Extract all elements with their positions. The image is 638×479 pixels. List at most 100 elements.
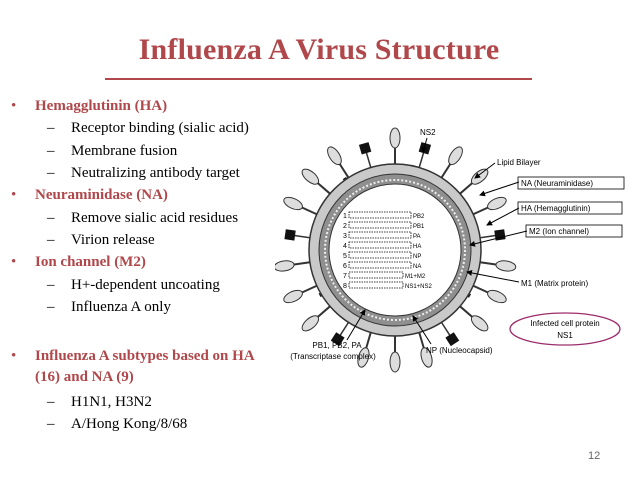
label-lipid: Lipid Bilayer	[497, 158, 541, 167]
segment-number: 8	[343, 283, 347, 290]
lipid-bilayer	[324, 179, 466, 321]
callout-arrow	[486, 207, 520, 226]
na-spike	[330, 321, 350, 347]
ha-spike	[389, 127, 401, 164]
dash-marker: –	[47, 210, 55, 226]
label-box	[517, 176, 625, 190]
na-spike	[284, 229, 310, 241]
ha-spike	[472, 196, 507, 216]
ha-spike	[357, 332, 372, 368]
na-spike	[480, 229, 506, 241]
ha-spike	[440, 146, 463, 179]
dash-marker: –	[47, 394, 55, 410]
dash-marker: –	[47, 232, 55, 248]
callout-arrow	[474, 162, 496, 179]
ha-spike	[418, 332, 433, 368]
ha-spike	[301, 305, 331, 332]
segment-number: 5	[343, 253, 347, 260]
bullet-text: Influenza A only	[71, 299, 171, 315]
bullet-text: A/Hong Kong/8/68	[71, 416, 188, 432]
rna-segment: 4 HA	[343, 241, 421, 250]
dash-marker: –	[47, 165, 55, 181]
callout-arrow	[421, 137, 428, 153]
segment-label: NS1+NS2	[405, 284, 433, 290]
label-infected_2: NS1	[557, 331, 573, 340]
segment-number: 3	[343, 233, 347, 240]
bullet-text: Influenza A subtypes based on HA	[35, 348, 255, 364]
dash-marker: –	[47, 277, 55, 293]
ha-spike	[472, 284, 507, 304]
label-m1: M1 (Matrix protein)	[521, 279, 588, 288]
segment-label: NP	[413, 254, 421, 260]
label-pb_1: PB1, PB2, PA	[312, 341, 362, 350]
bullet-text: Receptor binding (sialic acid)	[71, 120, 249, 136]
rna-segment: 3 PA	[343, 231, 421, 240]
segment-label: PA	[413, 234, 421, 240]
ha-spike	[275, 260, 311, 272]
label-ns2: NS2	[420, 128, 436, 137]
label-np: NP (Nucleocapsid)	[426, 346, 493, 355]
bullet-text: Neutralizing antibody target	[71, 165, 240, 181]
callout-arrow	[466, 269, 520, 283]
bullet-text: Neuraminidase (NA)	[35, 187, 168, 203]
dash-marker: –	[47, 143, 55, 159]
rna-segment: 6 NA	[343, 261, 421, 270]
title-underline	[105, 78, 532, 80]
callout-arrow	[469, 230, 528, 247]
ha-spike	[479, 260, 517, 272]
segment-number: 7	[343, 273, 347, 280]
bullet-marker: •	[11, 348, 17, 364]
segment-label: PB1	[413, 224, 425, 230]
segment-label: NA	[413, 264, 421, 270]
bullet-text: Hemagglutinin (HA)	[35, 98, 168, 114]
callout-arrow	[346, 309, 366, 341]
bullet-text: (16) and NA (9)	[35, 369, 134, 385]
segment-number: 1	[343, 213, 347, 220]
label-infected_1: Infected cell protein	[530, 319, 599, 328]
rna-segment: 8 NS1+NS2	[343, 281, 433, 290]
callout-arrow	[412, 315, 432, 345]
dash-marker: –	[47, 416, 55, 432]
ha-spike	[389, 336, 401, 373]
virion-interior	[328, 183, 462, 317]
bullet-text: Virion release	[71, 232, 155, 248]
ha-spike	[327, 146, 350, 179]
label-na: NA (Neuraminidase)	[521, 179, 593, 188]
slide-title: Influenza A Virus Structure	[138, 33, 500, 66]
label-pb_2: (Transcriptase complex)	[290, 352, 376, 361]
segment-label: HA	[413, 244, 421, 250]
bullet-text: Ion channel (M2)	[35, 254, 146, 270]
ha-spike	[459, 305, 489, 332]
label-m2: M2 (Ion channel)	[529, 227, 589, 236]
ha-spike	[283, 196, 318, 216]
rna-segment: 2 PB1	[343, 221, 425, 230]
segment-number: 2	[343, 223, 347, 230]
segment-label: M1+M2	[405, 274, 426, 280]
bullet-text: H+-dependent uncoating	[71, 277, 220, 293]
bullet-marker: •	[11, 187, 17, 203]
na-spike	[358, 142, 372, 168]
label-ha: HA (Hemagglutinin)	[521, 204, 591, 213]
rna-segment: 5 NP	[343, 251, 421, 260]
segment-number: 6	[343, 263, 347, 270]
bullet-marker: •	[11, 98, 17, 114]
segment-label: PB2	[413, 214, 425, 220]
segment-number: 4	[343, 243, 347, 250]
na-spike	[440, 321, 460, 347]
rna-segments: 1 PB2 2 PB1 3 PA 4 HA 5 NP 6 NA 7 M1+M2 8 NS1+NS2	[343, 211, 433, 290]
dash-marker: –	[47, 299, 55, 315]
highlight-oval	[509, 312, 621, 346]
page-number: 12	[588, 450, 601, 462]
dash-marker: –	[47, 120, 55, 136]
ha-spike	[301, 168, 331, 195]
callout-arrow	[479, 181, 520, 197]
rna-segment: 1 PB2	[343, 211, 425, 220]
bullet-marker: •	[11, 254, 17, 270]
bullet-text: H1N1, H3N2	[71, 394, 152, 410]
ha-spike	[283, 284, 318, 304]
rna-segment: 7 M1+M2	[343, 271, 426, 280]
virus-diagram: 1 PB2 2 PB1 3 PA 4 HA 5 NP 6 NA 7 M1+M2 8 NS1+NS2 NS2Li…	[275, 127, 625, 373]
bullet-text: Membrane fusion	[71, 143, 178, 159]
